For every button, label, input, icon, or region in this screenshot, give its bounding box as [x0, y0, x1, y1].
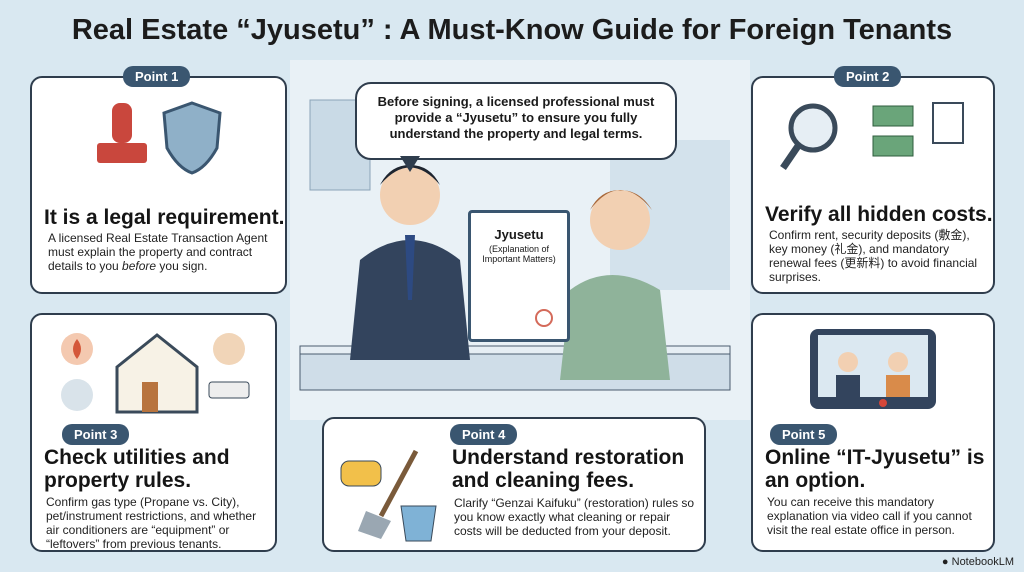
brand-label: NotebookLM: [951, 556, 1014, 568]
stamp-shield-icon: [97, 101, 222, 175]
sponge-bucket-icon: [340, 449, 437, 542]
point-5-card: Online “IT-Jyusetu” is an option. You ca…: [751, 313, 995, 552]
speech-bubble: Before signing, a licensed professional …: [355, 82, 677, 160]
point-5-body: You can receive this mandatory explanati…: [767, 495, 972, 537]
point-3-heading: Check utilities and property rules.: [44, 446, 230, 492]
point-4-badge: Point 4: [450, 424, 518, 445]
speech-bubble-tail: [400, 156, 420, 172]
point-2-badge: Point 2: [834, 66, 902, 87]
body-text: A licensed Real Estate Transaction Agent…: [48, 231, 268, 273]
point-2-card: Verify all hidden costs. Confirm rent, s…: [751, 76, 995, 294]
point-4-heading: Understand restoration and cleaning fees…: [452, 446, 685, 492]
document-subtitle: (Explanation of Important Matters): [482, 244, 556, 264]
magnifier-money-icon: [780, 102, 964, 170]
point-4-body: Clarify “Genzai Kaifuku” (restoration) r…: [454, 496, 695, 538]
point-2-heading: Verify all hidden costs.: [765, 203, 993, 226]
point-5-heading: Online “IT-Jyusetu” is an option.: [765, 446, 985, 492]
page-title: Real Estate “Jyusetu” : A Must-Know Guid…: [71, 14, 953, 46]
utilities-house-icon: [61, 333, 250, 414]
body-text: you sign.: [156, 259, 208, 273]
point-3-body: Confirm gas type (Propane vs. City), pet…: [46, 495, 257, 551]
point-1-heading: It is a legal requirement.: [44, 206, 285, 229]
point-2-body: Confirm rent, security deposits (敷金), ke…: [769, 228, 978, 284]
point-1-card: It is a legal requirement. A licensed Re…: [30, 76, 287, 294]
jyusetu-document: Jyusetu (Explanation of Important Matter…: [468, 210, 570, 342]
video-call-tablet-icon: [810, 329, 936, 409]
point-5-badge: Point 5: [770, 424, 838, 445]
point-3-badge: Point 3: [62, 424, 130, 445]
point-1-body: A licensed Real Estate Transaction Agent…: [48, 231, 273, 273]
point-1-badge: Point 1: [123, 66, 191, 87]
document-title: Jyusetu: [494, 227, 544, 242]
notebooklm-logo: ● NotebookLM: [941, 556, 1014, 568]
seal-icon: [535, 309, 553, 327]
body-emphasis: before: [122, 259, 157, 273]
